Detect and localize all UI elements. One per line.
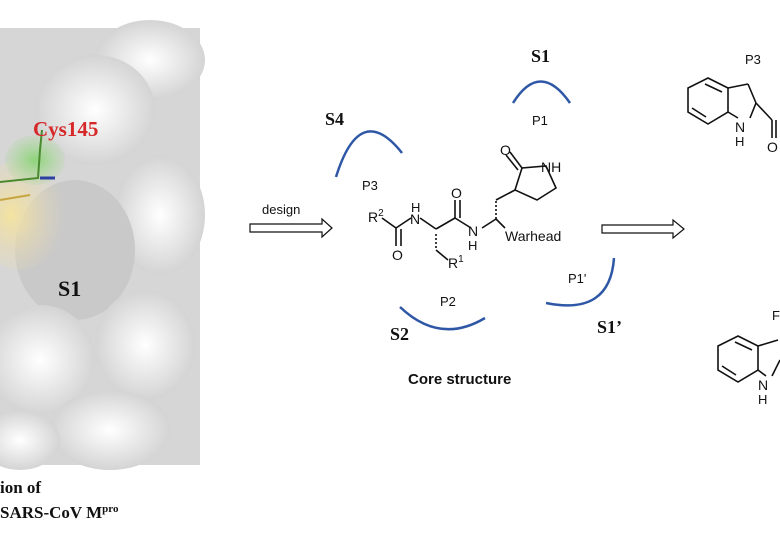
p2-label: P2 xyxy=(440,294,456,309)
carbonyl-o-2: O xyxy=(451,185,462,201)
bond xyxy=(734,341,753,351)
s1-pocket-label: S1 xyxy=(58,276,81,301)
core-atoms: R2 O H N O N H R1 Warhead O NH xyxy=(368,142,561,271)
bond xyxy=(771,359,780,377)
bond xyxy=(691,107,707,118)
bond xyxy=(495,218,506,229)
surface-blob xyxy=(95,290,195,400)
right-partial-label: F xyxy=(772,308,780,323)
bond xyxy=(495,189,516,201)
p1-prime-label: P1' xyxy=(568,271,586,286)
bond xyxy=(509,151,523,169)
s1-label: S1 xyxy=(531,46,550,66)
residue-stick-yellow xyxy=(0,194,31,201)
bond xyxy=(505,154,519,171)
s1-prime-arc xyxy=(545,257,616,307)
design-label: design xyxy=(262,202,300,217)
indole-n-2: N xyxy=(758,377,768,393)
bond xyxy=(481,218,497,229)
bond xyxy=(727,83,749,89)
bond xyxy=(757,339,779,347)
bond xyxy=(454,217,472,229)
amide-h-2: H xyxy=(468,238,477,253)
p3-label: P3 xyxy=(362,178,378,193)
carbonyl-o-right: O xyxy=(767,139,778,155)
surface-blob xyxy=(0,305,95,415)
panel-a-caption: ion of SARS-CoV Mpro xyxy=(0,478,119,522)
design-arrow: design xyxy=(249,202,333,239)
bond xyxy=(721,365,737,376)
caption-line-2: SARS-CoV Mpro xyxy=(0,503,119,522)
bond xyxy=(755,102,773,121)
indole-h: H xyxy=(735,134,744,149)
core-structure xyxy=(381,151,558,261)
s2-label: S2 xyxy=(390,324,409,344)
bond xyxy=(747,83,757,104)
ligand-yellow-region xyxy=(0,160,65,270)
bond xyxy=(704,83,723,93)
indole-p3-fragment: P3 N H O xyxy=(687,52,778,155)
amide-n-1: N xyxy=(410,211,420,227)
surface-blob xyxy=(115,155,205,275)
lactam-o: O xyxy=(500,142,511,158)
amide-n-2: N xyxy=(468,223,478,239)
s2-arc xyxy=(399,306,486,331)
lactam-nh: NH xyxy=(541,159,561,175)
bond xyxy=(395,217,412,229)
p1-label: P1 xyxy=(532,113,548,128)
right-arrow xyxy=(601,218,685,240)
pocket-labels: S1 S4 S2 S1’ xyxy=(325,46,622,344)
indole-fragment-2: F N H xyxy=(717,308,780,407)
indole-h-2: H xyxy=(758,392,767,407)
s4-arc xyxy=(334,130,403,178)
carbonyl-o-1: O xyxy=(392,247,403,263)
r1-group: R1 xyxy=(448,254,464,271)
cys145-label: Cys145 xyxy=(33,117,98,141)
lactam-ring xyxy=(514,165,558,201)
caption-line-1: ion of xyxy=(0,478,41,497)
bond xyxy=(435,249,449,261)
core-structure-caption: Core structure xyxy=(408,371,511,388)
bond xyxy=(435,217,456,230)
design-arrow-shape xyxy=(249,217,333,239)
residue-stick xyxy=(0,129,43,183)
bond xyxy=(381,217,397,229)
s1-arc xyxy=(511,80,572,104)
position-labels: P1 P3 P2 P1' xyxy=(362,113,586,309)
warhead-label: Warhead xyxy=(505,228,561,244)
surface-blob xyxy=(50,390,170,470)
s4-label: S4 xyxy=(325,109,344,129)
r2-group: R2 xyxy=(368,208,384,225)
ligand-green-region xyxy=(5,135,65,185)
right-p3-label: P3 xyxy=(745,52,761,67)
bond xyxy=(749,102,757,119)
protein-surface-panel: Cys145 S1 xyxy=(0,20,205,470)
bond xyxy=(727,111,739,119)
surface-blob xyxy=(0,410,60,470)
pocket-arcs xyxy=(334,80,616,331)
s1-prime-label: S1’ xyxy=(597,317,622,337)
surface-blob xyxy=(35,55,155,165)
bond xyxy=(757,369,767,377)
indole-n: N xyxy=(735,119,745,135)
bond xyxy=(419,217,437,230)
amide-h-1: H xyxy=(411,200,420,215)
